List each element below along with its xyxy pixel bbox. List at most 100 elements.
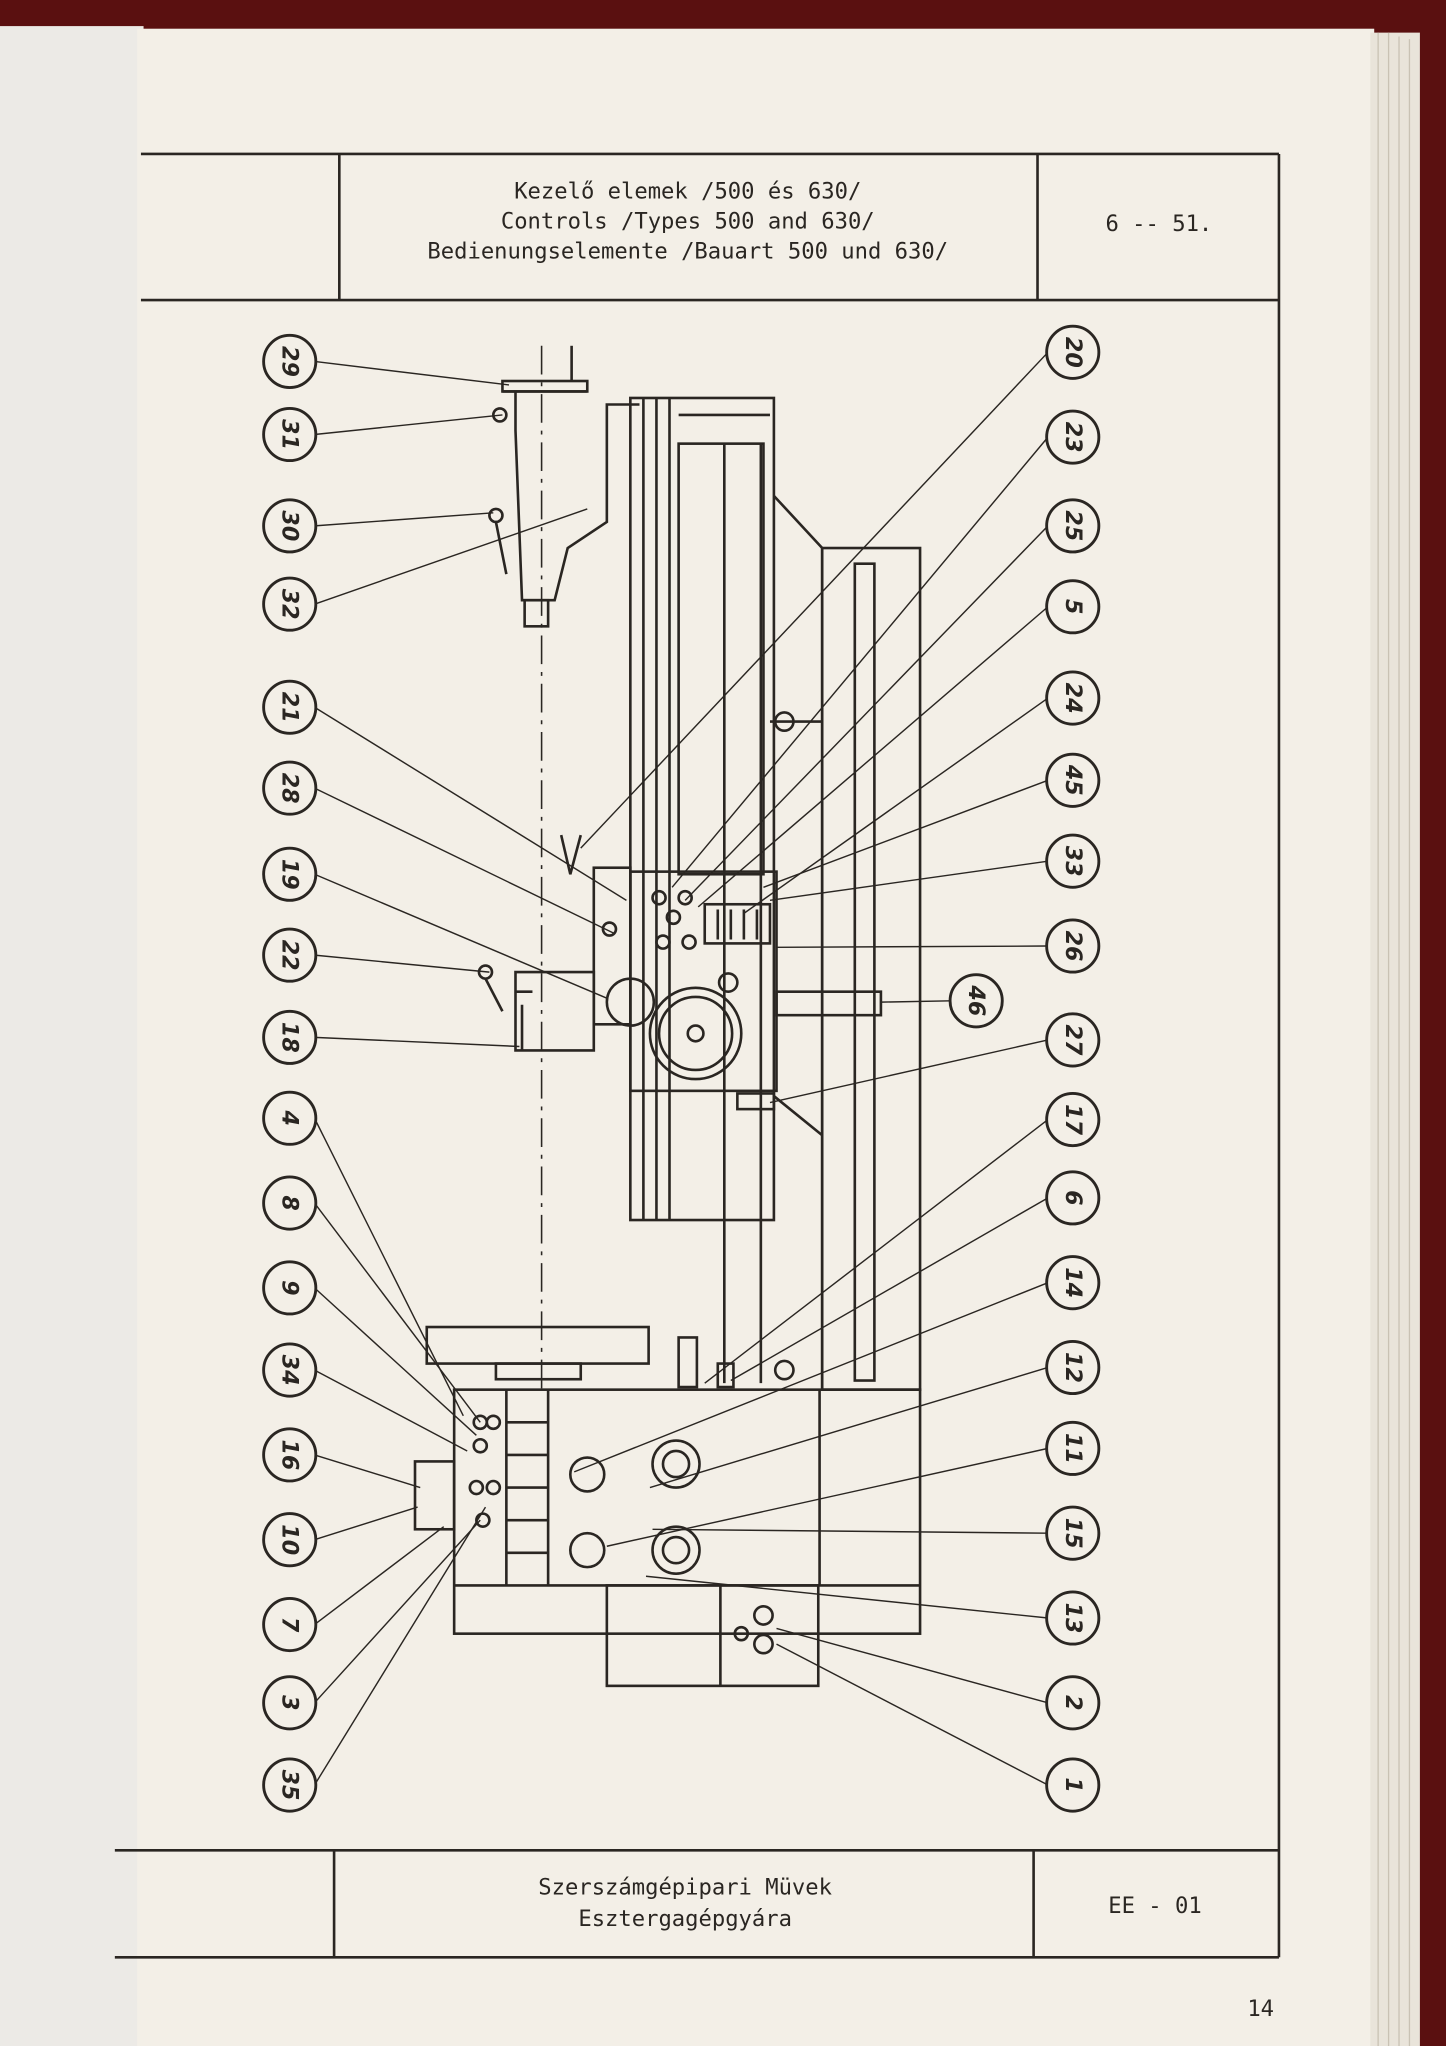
leader-line-46 <box>880 1000 952 1003</box>
callout-circle <box>1045 1505 1101 1561</box>
callout-46: 46 <box>948 973 1004 1029</box>
callout-circle <box>1045 1092 1101 1148</box>
callout-5: 5 <box>1045 579 1101 635</box>
leader-line-28 <box>314 787 614 934</box>
callout-circle <box>262 679 318 735</box>
callout-number: 13 <box>1060 1603 1086 1634</box>
callout-20: 20 <box>1045 324 1101 380</box>
callout-circle <box>262 1597 318 1653</box>
callout-number: 9 <box>277 1280 303 1295</box>
callout-7: 7 <box>262 1597 318 1653</box>
callout-24: 24 <box>1045 670 1101 726</box>
leader-line-13 <box>645 1575 1049 1619</box>
callout-9: 9 <box>262 1260 318 1316</box>
callout-circle <box>262 1090 318 1146</box>
callout-number: 20 <box>1060 337 1086 368</box>
callout-number: 4 <box>277 1110 303 1126</box>
leader-line-45 <box>763 779 1049 888</box>
callout-circle <box>262 1009 318 1065</box>
callout-number: 12 <box>1060 1352 1086 1383</box>
callout-23: 23 <box>1045 409 1101 465</box>
callout-markers: 2931303221281922184893416107335202325524… <box>262 324 1101 1813</box>
callout-circle <box>262 1260 318 1316</box>
callout-10: 10 <box>262 1512 318 1568</box>
leader-line-9 <box>314 1287 477 1436</box>
callout-circle <box>1045 1420 1101 1476</box>
callout-18: 18 <box>262 1009 318 1065</box>
callout-number: 26 <box>1060 931 1086 962</box>
callout-12: 12 <box>1045 1339 1101 1396</box>
callout-number: 34 <box>277 1355 303 1386</box>
callout-circle <box>262 333 318 389</box>
leader-line-18 <box>314 1036 520 1048</box>
document-code: EE - 01 <box>1108 1893 1201 1919</box>
leader-line-12 <box>649 1366 1049 1489</box>
callout-circle <box>262 760 318 816</box>
callout-15: 15 <box>1045 1505 1101 1561</box>
callout-circle <box>1045 1757 1101 1813</box>
callout-circle <box>262 1342 318 1398</box>
leader-line-31 <box>314 414 503 436</box>
callout-circle <box>262 1675 318 1731</box>
callout-number: 27 <box>1060 1025 1086 1056</box>
callout-circle <box>262 927 318 983</box>
callout-number: 18 <box>277 1022 303 1053</box>
boring-mill-drawing <box>413 345 922 1688</box>
callout-circle <box>1045 579 1101 635</box>
callout-28: 28 <box>262 760 318 816</box>
main-handwheel <box>648 986 743 1081</box>
callout-number: 21 <box>277 692 303 723</box>
top-handwheel <box>501 379 589 393</box>
leader-line-17 <box>704 1118 1049 1384</box>
leader-line-3 <box>313 1519 481 1704</box>
leader-line-15 <box>652 1528 1048 1534</box>
callout-26: 26 <box>1045 918 1101 974</box>
callout-circle <box>1045 670 1101 726</box>
callout-number: 2 <box>1060 1695 1086 1710</box>
callout-circle <box>1045 324 1101 380</box>
callout-circle <box>262 406 318 463</box>
callout-circle <box>948 973 1004 1029</box>
callout-number: 31 <box>277 419 303 450</box>
company-line-2: Esztergagépgyára <box>578 1906 792 1932</box>
callout-number: 3 <box>277 1695 303 1710</box>
callout-2: 2 <box>1045 1675 1101 1731</box>
cross-slide <box>514 970 596 1052</box>
leader-line-32 <box>314 508 588 605</box>
callout-14: 14 <box>1045 1255 1101 1311</box>
callout-number: 28 <box>277 773 303 804</box>
leader-line-27 <box>769 1039 1049 1104</box>
callout-30: 30 <box>262 498 318 554</box>
leader-line-29 <box>314 360 510 386</box>
facing-page <box>0 26 144 2046</box>
leader-line-10 <box>314 1506 418 1541</box>
callout-33: 33 <box>1045 833 1101 889</box>
page-edge-lines <box>1377 32 1411 2046</box>
leader-line-21 <box>314 706 627 901</box>
leader-line-16 <box>314 1454 421 1489</box>
title-english: Controls /Types 500 and 630/ <box>501 208 875 234</box>
callout-35: 35 <box>262 1757 318 1813</box>
callout-29: 29 <box>262 333 318 389</box>
callout-number: 14 <box>1060 1267 1086 1298</box>
leader-line-5 <box>697 606 1049 908</box>
callout-8: 8 <box>262 1175 318 1231</box>
callout-circle <box>1045 1590 1101 1646</box>
callout-number: 23 <box>1060 422 1086 453</box>
callout-45: 45 <box>1045 752 1101 808</box>
leader-line-8 <box>313 1202 481 1423</box>
callout-11: 11 <box>1045 1420 1101 1476</box>
callout-circle <box>1045 1170 1101 1226</box>
leader-line-6 <box>730 1197 1049 1382</box>
callout-number: 32 <box>277 589 303 620</box>
callout-number: 45 <box>1060 764 1086 796</box>
callout-number: 17 <box>1060 1104 1086 1135</box>
callout-number: 7 <box>277 1617 303 1633</box>
callout-circle <box>1045 752 1101 808</box>
callout-circle <box>1045 1012 1101 1068</box>
callout-circle <box>262 1427 318 1483</box>
callout-circle <box>1045 1339 1101 1396</box>
callout-number: 15 <box>1060 1518 1086 1549</box>
leader-line-34 <box>314 1369 468 1452</box>
